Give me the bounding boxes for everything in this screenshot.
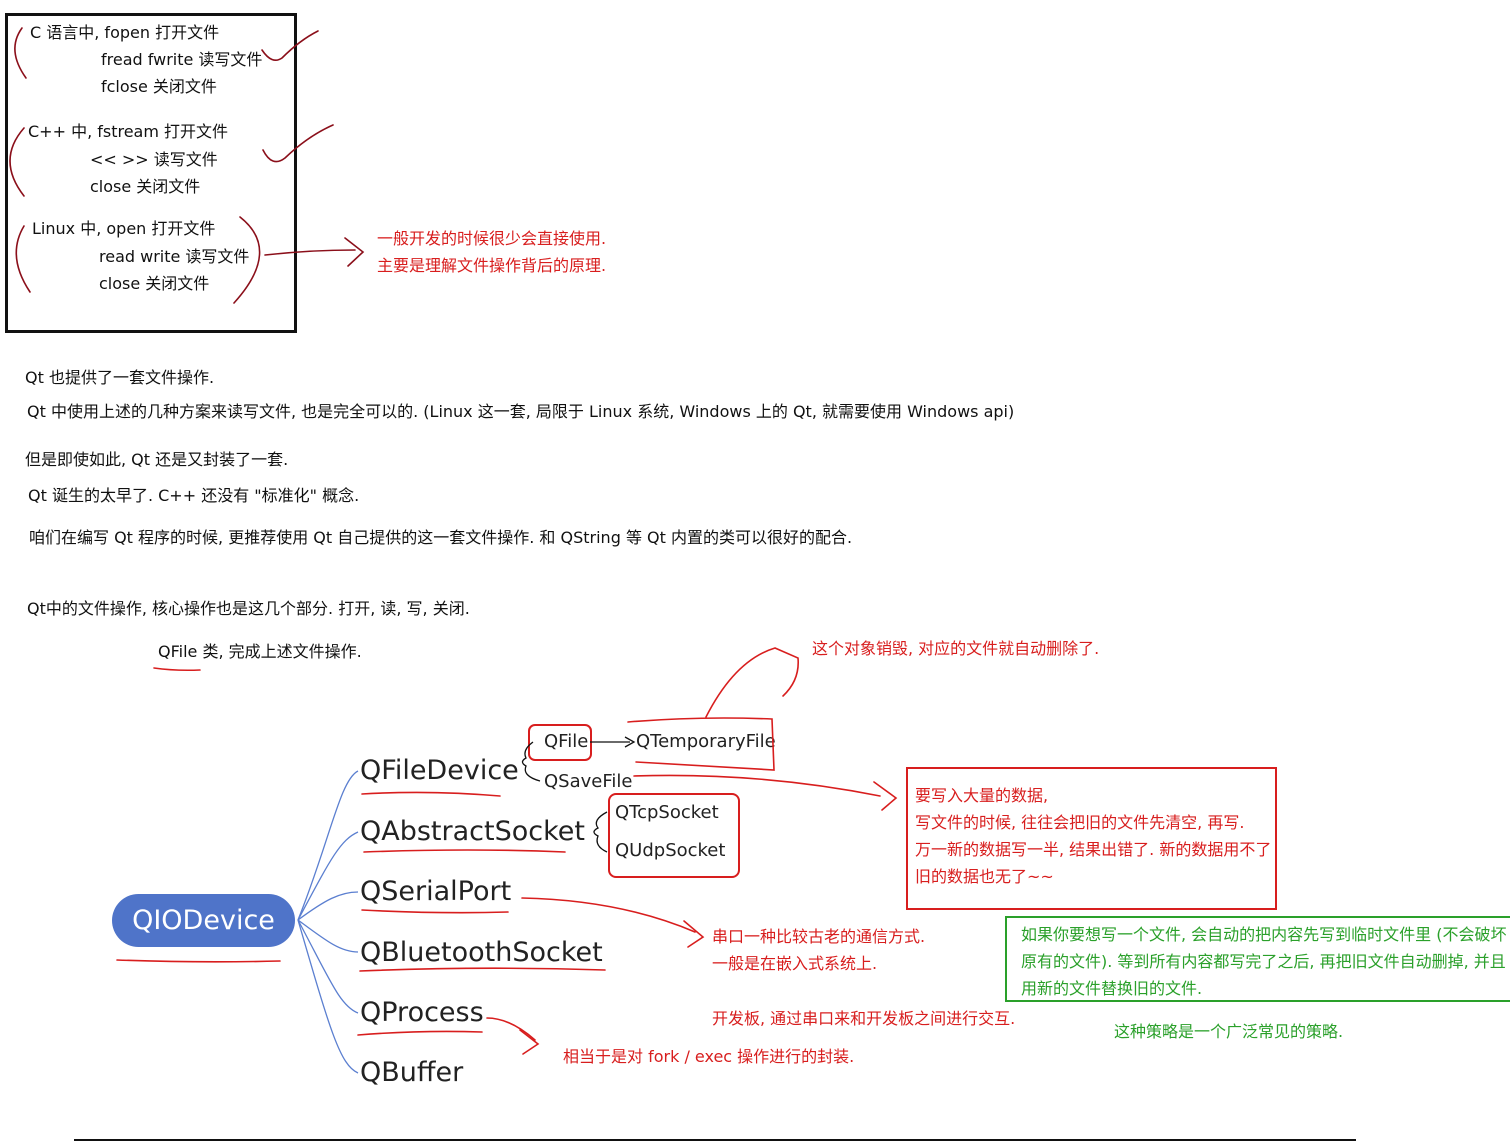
linux-line-3: close 关闭文件 — [99, 274, 210, 293]
tree-node-qprocess: QProcess — [360, 997, 484, 1028]
linux-line-1: Linux 中, open 打开文件 — [32, 219, 216, 238]
subtree-brackets — [521, 736, 636, 853]
cpp-line-3: close 关闭文件 — [90, 177, 201, 196]
process-note: 相当于是对 fork / exec 操作进行的封装. — [563, 1047, 855, 1066]
tree-node-qbuffer: QBuffer — [360, 1057, 464, 1088]
savefile-note-2: 写文件的时候, 往往会把旧的文件先清空, 再写. — [915, 813, 1245, 832]
paragraph-5: 咱们在编写 Qt 程序的时候, 更推荐使用 Qt 自己提供的这一套文件操作. 和… — [29, 528, 853, 547]
tree-node-qudpsocket: QUdpSocket — [615, 840, 726, 861]
savefile-note-1: 要写入大量的数据, — [915, 786, 1049, 805]
tree-node-qbluetoothsocket: QBluetoothSocket — [360, 937, 603, 968]
savefile-note-4: 旧的数据也无了~~ — [915, 867, 1054, 886]
tree-connectors — [297, 770, 359, 1074]
cpp-line-1: C++ 中, fstream 打开文件 — [28, 122, 229, 141]
cpp-line-2: << >> 读写文件 — [90, 150, 218, 169]
tree-node-qtemporaryfile: QTemporaryFile — [636, 731, 776, 752]
paragraph-3: 但是即使如此, Qt 还是又封装了一套. — [25, 450, 289, 469]
tree-node-qfile: QFile — [544, 731, 589, 752]
linux-brace-right — [233, 216, 261, 304]
paragraph-7: QFile 类, 完成上述文件操作. — [158, 642, 362, 661]
temporary-note: 这个对象销毁, 对应的文件就自动删除了. — [812, 639, 1100, 658]
c-checkmark — [261, 30, 319, 61]
linux-arrow-head — [344, 237, 365, 267]
api-summary-box — [5, 13, 297, 333]
tree-node-qfiledevice: QFileDevice — [360, 755, 519, 786]
savefile-note-box — [906, 767, 1277, 910]
strategy-note-3: 用新的文件替换旧的文件. — [1021, 979, 1203, 998]
linux-brace-left — [15, 225, 31, 293]
linux-arrow-line — [264, 249, 356, 256]
c-line-2: fread fwrite 读写文件 — [101, 50, 263, 69]
paragraph-4: Qt 诞生的太早了. C++ 还没有 "标准化" 概念. — [28, 486, 360, 505]
c-line-3: fclose 关闭文件 — [101, 77, 217, 96]
red-strokes — [116, 647, 898, 1055]
serial-note-2: 一般是在嵌入式系统上. — [712, 954, 878, 973]
cpp-brace-stroke — [9, 127, 25, 197]
tree-node-qserialport: QSerialPort — [360, 876, 512, 907]
tree-node-qtcpsocket: QTcpSocket — [615, 802, 719, 823]
linux-note-1: 一般开发的时候很少会直接使用. — [377, 229, 607, 248]
paragraph-1: Qt 也提供了一套文件操作. — [25, 368, 215, 387]
devboard-note: 开发板, 通过串口来和开发板之间进行交互. — [712, 1009, 1016, 1028]
c-brace-stroke — [14, 27, 27, 79]
tree-node-qsavefile: QSaveFile — [544, 771, 633, 792]
linux-line-2: read write 读写文件 — [99, 247, 250, 266]
tree-root-qiodevice: QIODevice — [112, 894, 295, 947]
cpp-checkmark — [262, 124, 334, 163]
linux-note-2: 主要是理解文件操作背后的原理. — [377, 256, 607, 275]
strategy-note-box — [1005, 916, 1510, 1002]
strategy-note-2: 原有的文件). 等到所有内容都写完了之后, 再把旧文件自动删掉, 并且 — [1021, 952, 1506, 971]
paragraph-6: Qt中的文件操作, 核心操作也是这几个部分. 打开, 读, 写, 关闭. — [27, 599, 470, 618]
serial-note-1: 串口一种比较古老的通信方式. — [712, 927, 926, 946]
tree-node-qabstractsocket: QAbstractSocket — [360, 816, 585, 847]
savefile-note-3: 万一新的数据写一半, 结果出错了. 新的数据用不了 — [915, 840, 1272, 859]
strategy-note-1: 如果你要想写一个文件, 会自动的把内容先写到临时文件里 (不会破坏 — [1021, 925, 1507, 944]
paragraph-2: Qt 中使用上述的几种方案来读写文件, 也是完全可以的. (Linux 这一套,… — [27, 402, 1015, 421]
socket-children-box — [608, 793, 740, 878]
c-line-1: C 语言中, fopen 打开文件 — [30, 23, 220, 42]
strategy-footer: 这种策略是一个广泛常见的策略. — [1114, 1022, 1344, 1041]
